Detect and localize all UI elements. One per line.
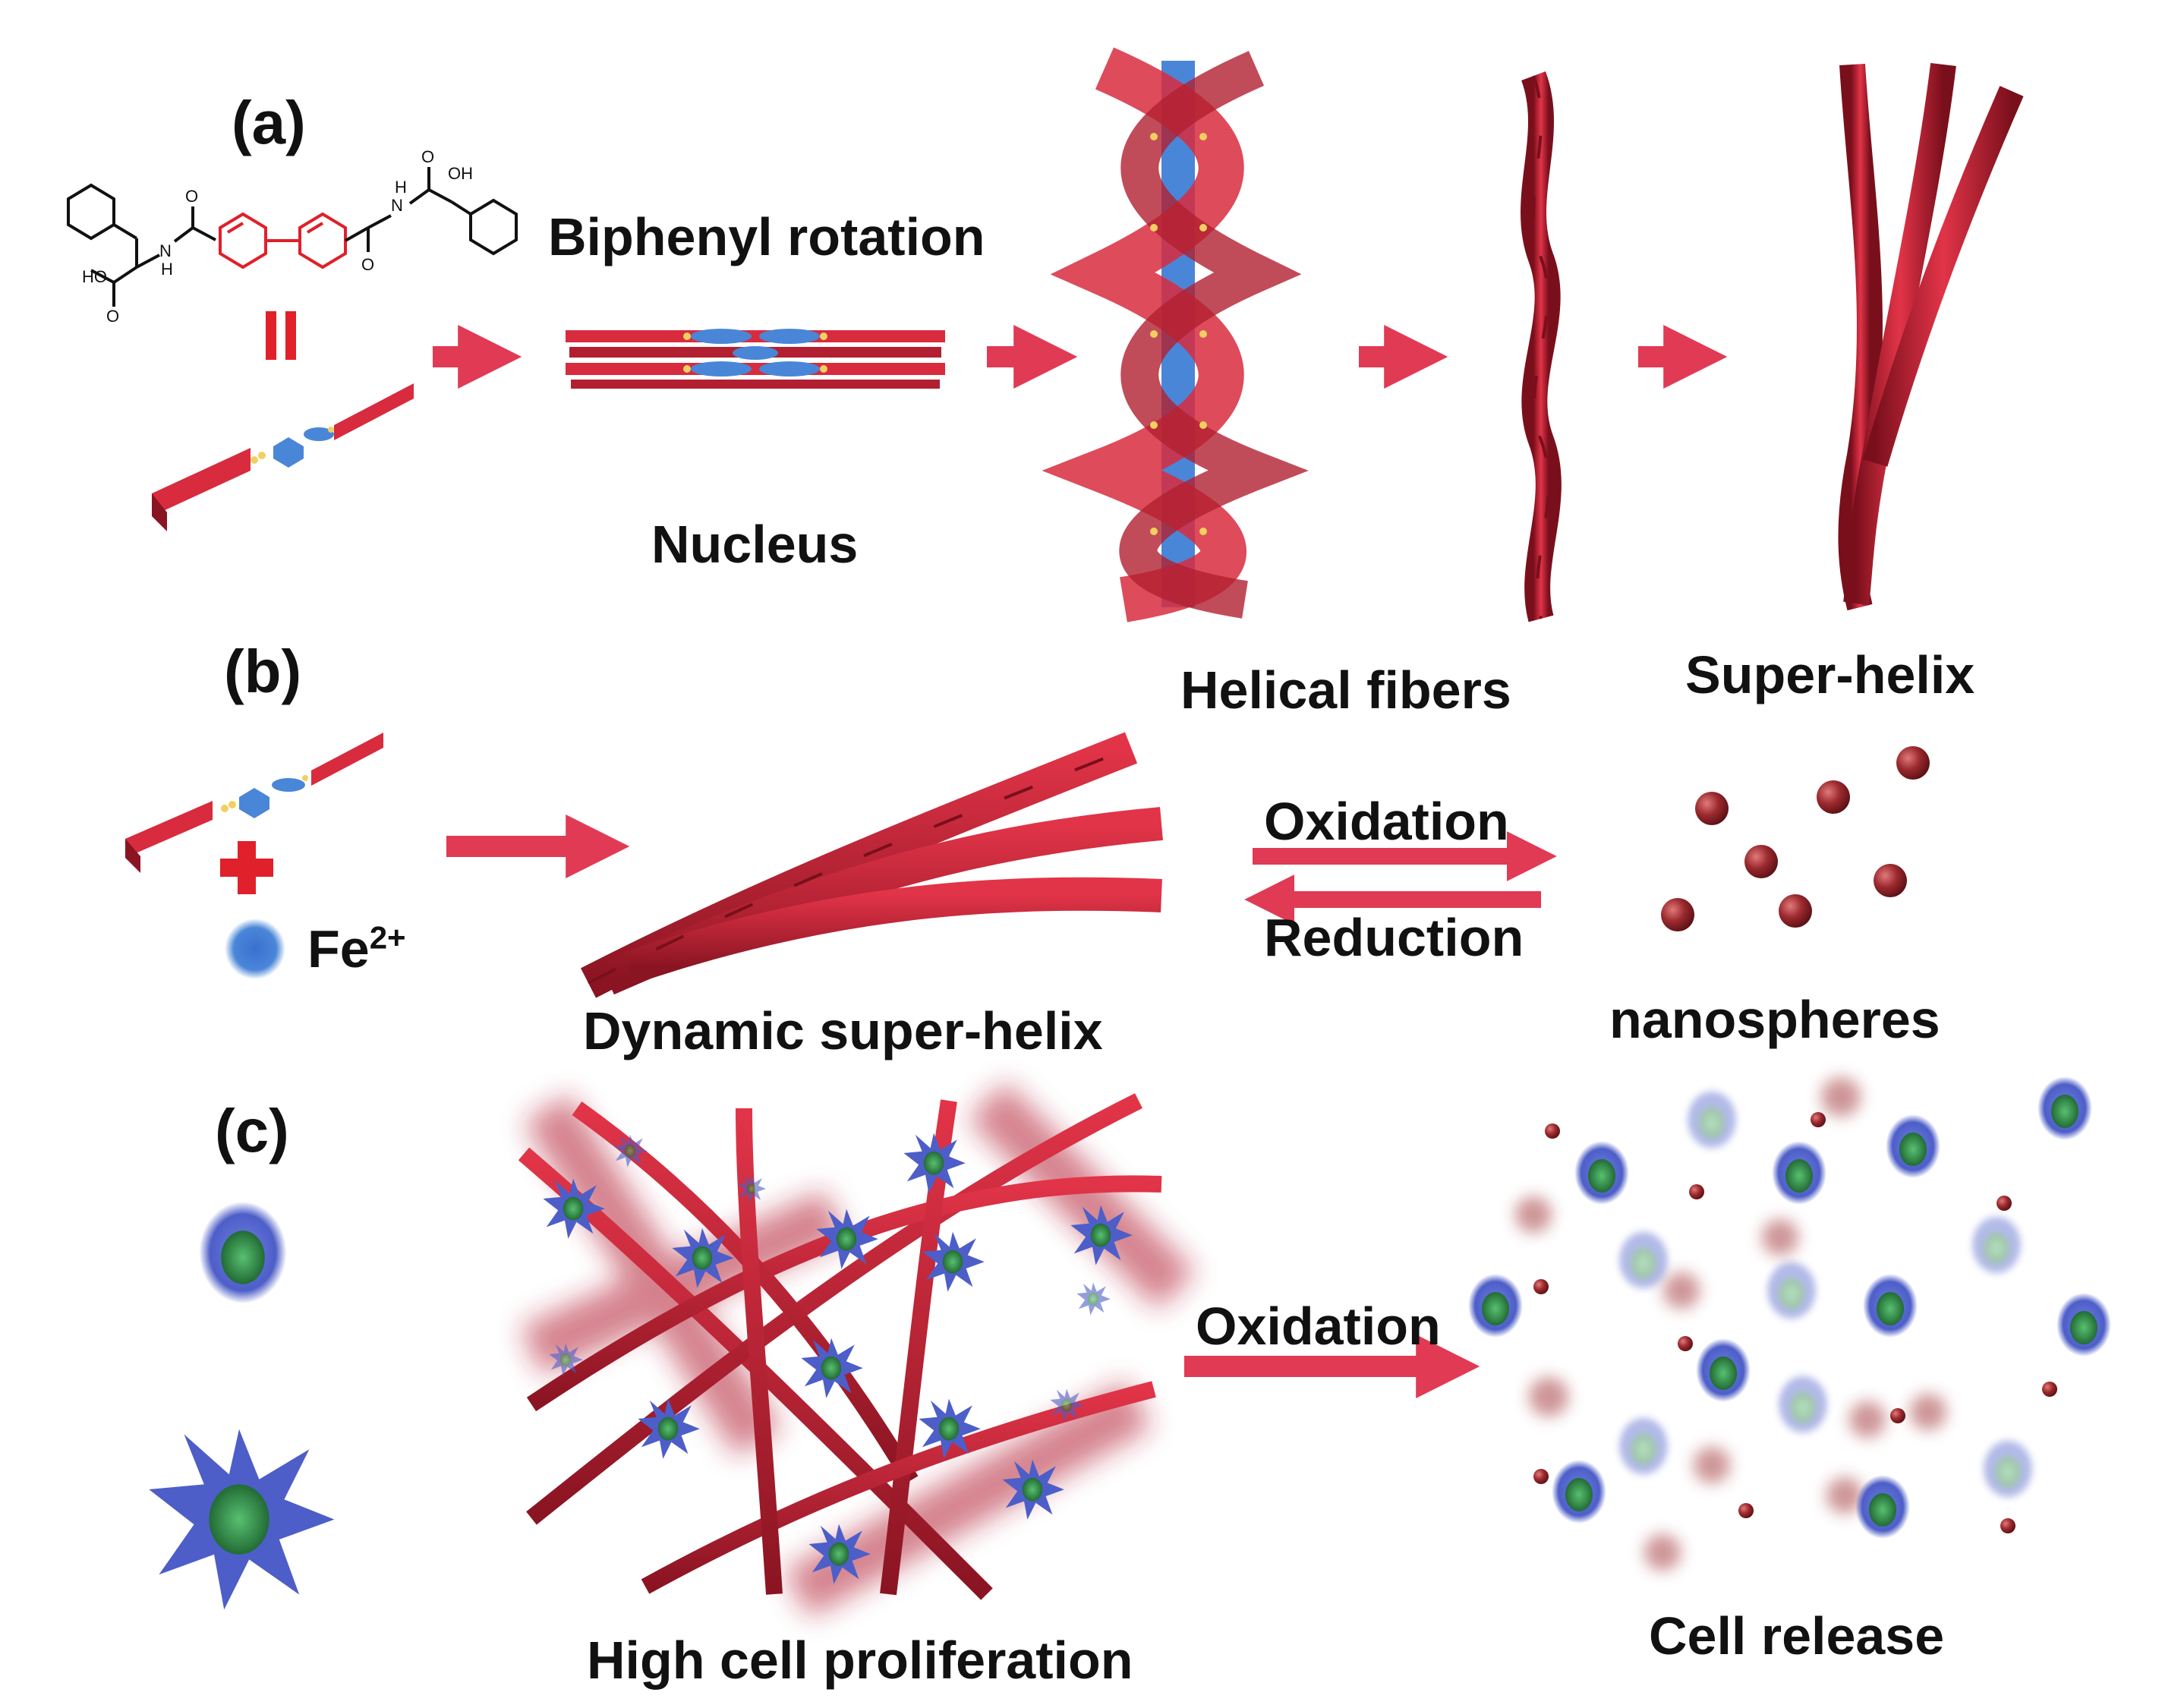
monomer-block-b	[125, 733, 383, 873]
biphenyl-ring-left	[219, 212, 267, 269]
carbonyl-o-center-left: O	[185, 187, 198, 206]
panel-label-b: (b)	[224, 638, 302, 705]
reversible-arrows	[1244, 831, 1557, 925]
super-helix-bundle	[1838, 62, 2024, 611]
cell-release-field	[1468, 1076, 2111, 1571]
fe-ion-label: Fe2+	[307, 922, 406, 975]
dynamic-super-helix-label: Dynamic super-helix	[583, 1001, 1103, 1060]
equivalence-mark	[266, 311, 296, 360]
oxidation-label-c: Oxidation	[1196, 1297, 1441, 1356]
right-phenyl-ring	[469, 198, 518, 256]
rounded-cell	[199, 1201, 287, 1304]
hydroxyl-left: HO	[82, 267, 107, 286]
dynamic-super-helix	[580, 732, 1163, 998]
amide-n-right: N	[391, 196, 403, 215]
carbonyl-o-center-right: O	[361, 255, 374, 274]
panel-label-a: (a)	[232, 89, 306, 156]
helical-fibers-label: Helical fibers	[1180, 660, 1511, 720]
chemical-structure	[67, 167, 518, 307]
super-helix-label: Super-helix	[1685, 645, 1975, 704]
nucleus-label: Nucleus	[651, 515, 859, 574]
biphenyl-rotation-label: Biphenyl rotation	[548, 207, 985, 266]
reduction-label: Reduction	[1264, 908, 1524, 967]
amide-n-left: N	[159, 241, 172, 260]
biphenyl-ring-right	[298, 212, 347, 269]
oxidation-label-b: Oxidation	[1264, 792, 1509, 851]
hydroxyl-right: OH	[448, 164, 473, 183]
fe-charge: 2+	[369, 919, 406, 956]
plus-sign	[220, 841, 273, 894]
nanospheres-label: nanospheres	[1609, 990, 1940, 1049]
nanosphere-group	[1661, 746, 1930, 931]
fe-ion-icon	[225, 919, 285, 979]
monomer-block-a	[152, 383, 414, 531]
amide-h-left: H	[161, 260, 173, 279]
high-cell-proliferation-label: High cell proliferation	[587, 1631, 1133, 1690]
helical-fiber-model	[1042, 47, 1309, 622]
panel-label-c: (c)	[215, 1097, 289, 1164]
cell-release-label: Cell release	[1649, 1606, 1945, 1665]
spread-cell	[149, 1429, 335, 1610]
fe-symbol: Fe	[307, 919, 370, 978]
carbonyl-o-right: O	[421, 147, 434, 166]
nucleus-stack	[566, 329, 945, 389]
single-helical-fiber	[1521, 71, 1562, 622]
amide-h-right: H	[395, 178, 407, 197]
proliferation-scaffold	[518, 1082, 1196, 1618]
carbonyl-o-left: O	[106, 307, 119, 326]
left-phenyl-ring	[67, 183, 115, 241]
